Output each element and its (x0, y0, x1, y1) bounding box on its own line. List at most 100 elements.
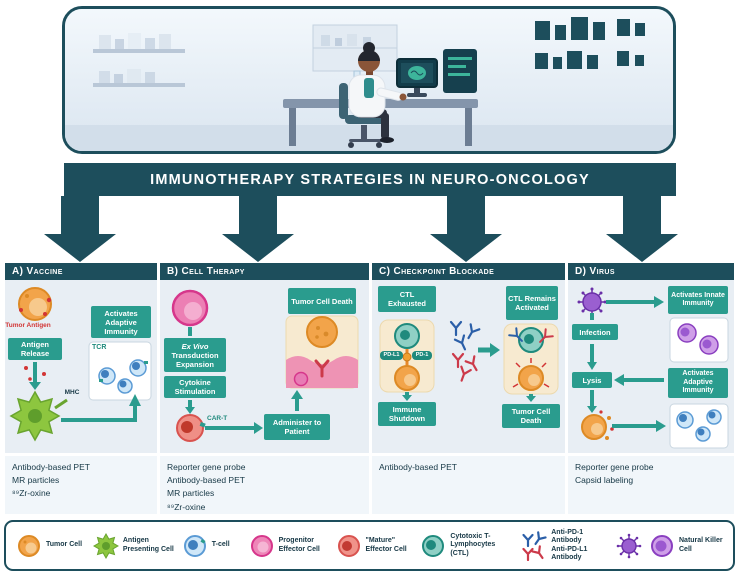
adaptive-arrow (612, 420, 666, 432)
nk-to-lysis-arrow (614, 374, 664, 386)
virus-icon (577, 287, 607, 317)
progenitor-effector-cell-icon (171, 289, 209, 327)
t-cell-box (88, 341, 152, 401)
legend-label: Antigen Presenting Cell (122, 537, 174, 553)
lysis-to-tumor-arrow (587, 390, 597, 413)
lysing-tumor-cell-icon (581, 410, 614, 440)
note-line: ⁸⁹Zr-oxine (12, 488, 51, 499)
mhc-label: MHC (64, 389, 80, 396)
mhc-connector (54, 398, 68, 410)
t-cell-box-d (669, 403, 729, 449)
notes-vaccine: Antibody-based PET MR particles ⁸⁹Zr-oxi… (5, 456, 157, 514)
floor (65, 125, 673, 151)
note-line: ⁸⁹Zr-oxine (167, 501, 206, 512)
panel-virus: D) Virus (568, 263, 734, 453)
legend-label: Progenitor Effector Cell (278, 537, 320, 553)
antigen-release-arrow (24, 362, 46, 390)
tumor-cell-death-box-c: Tumor Cell Death (502, 404, 560, 428)
ctl-exhausted-box: CTL Exhausted (378, 286, 436, 312)
blockade-arrow (478, 343, 500, 357)
panel-checkpoint-blockade: C) Checkpoint Blockade (372, 263, 565, 453)
flow-arrow-vaccine (44, 196, 116, 262)
immune-shutdown-box: Immune Shutdown (378, 402, 436, 426)
legend-label: "Mature" Effector Cell (365, 537, 407, 553)
panel-cell-therapy: B) Cell Therapy (160, 263, 369, 453)
panel-vaccine: A) Vaccine (5, 263, 157, 453)
tumor-antigen-label: Tumor Antigen (5, 322, 51, 329)
legend-item-ctl: Cytotoxic T-Lymphocytes (CTL) (420, 533, 512, 559)
legend-label: Cytotoxic T-Lymphocytes (CTL) (450, 533, 496, 557)
antigen-presenting-cell-icon (92, 532, 119, 559)
expansion-line: Expansion (176, 359, 214, 369)
pd-l1-label: PD-L1 (380, 351, 403, 360)
ex-vivo-box: Ex Vivo Transduction Expansion (164, 338, 226, 372)
death-arrow (526, 394, 536, 402)
side-screens (443, 49, 477, 93)
legend-label: Tumor Cell (46, 541, 83, 549)
legend-item-tumor-cell: Tumor Cell (16, 533, 86, 559)
activates-adaptive-immunity-box-d: Activates Adaptive Immunity (668, 368, 728, 398)
note-line: Antibody-based PET (167, 475, 245, 486)
mature-effector-cell-icon (337, 534, 360, 557)
legend-item-t-cell: T-cell (182, 533, 242, 559)
tumor-cell-icon (18, 287, 52, 321)
t-cell-icons (98, 359, 148, 394)
legend-item-antibodies: Anti-PD-1 Antibody Anti-PD-L1 Antibody (519, 529, 609, 561)
panel-cell-therapy-graphics (171, 289, 359, 442)
panel-vaccine-graphics (9, 287, 152, 442)
infection-to-lysis-arrow (587, 313, 597, 370)
ctl-activated-graphic (503, 323, 559, 395)
cytokine-stimulation-box: Cytokine Stimulation (164, 376, 226, 398)
legend-item-mature: "Mature" Effector Cell (336, 533, 414, 559)
note-line: MR particles (167, 488, 215, 499)
antigen-release-box: Antigen Release (8, 338, 62, 360)
right-shelf-items (535, 17, 645, 69)
ex-vivo-flow-arrows (185, 327, 195, 414)
panel-virus-graphics (577, 287, 729, 449)
apc-to-tcell-arrow (61, 394, 141, 422)
transduction-line: Transduction (171, 350, 219, 360)
flow-arrows (44, 196, 678, 262)
activates-adaptive-immunity-box: Activates Adaptive Immunity (91, 306, 151, 338)
notes-cell-therapy: Reporter gene probe Antibody-based PET M… (160, 456, 369, 514)
lysis-box: Lysis (572, 372, 612, 388)
administer-arrow (205, 422, 263, 434)
tumor-cell-death-box: Tumor Cell Death (288, 288, 356, 314)
legend-item-apc: Antigen Presenting Cell (92, 532, 175, 559)
ctl-remains-activated-box: CTL Remains Activated (506, 286, 558, 320)
virus-icon (616, 533, 642, 558)
innate-arrow (606, 296, 664, 308)
panel-checkpoint-header: C) Checkpoint Blockade (372, 263, 565, 280)
anti-pdl1-label: Anti-PD-L1 Antibody (551, 545, 588, 561)
note-line: Capsid labeling (575, 475, 634, 486)
ex-vivo-line: Ex Vivo (181, 341, 209, 351)
hair-bun (363, 42, 375, 54)
scientist-at-desk-illustration (65, 9, 673, 151)
activates-innate-immunity-box: Activates Innate Immunity (668, 286, 728, 314)
antigen-presenting-cell-icon (9, 390, 61, 442)
tcr-label: TCR (92, 344, 107, 351)
anti-pd1-label: Anti-PD-1 Antibody (551, 529, 584, 545)
scientist (339, 42, 407, 148)
tumor-death-marks (512, 358, 550, 388)
note-line: MR particles (12, 475, 60, 486)
flow-arrow-virus (606, 196, 678, 262)
car-t-cell-icon (176, 414, 206, 442)
nk-cell-box (669, 317, 729, 363)
legend: Tumor Cell Antigen Presenting Cell T-cel… (4, 520, 735, 571)
banner-title-text: IMMUNOTHERAPY STRATEGIES IN NEURO-ONCOLO… (150, 171, 590, 188)
panel-virus-header: D) Virus (568, 263, 734, 280)
shutdown-arrow (402, 392, 412, 401)
panel-checkpoint-graphics (379, 319, 559, 402)
legend-label: T-cell (211, 541, 230, 549)
car-t-label: CAR-T (207, 415, 228, 422)
administer-to-patient-box: Administer to Patient (264, 414, 330, 440)
legend-item-progenitor: Progenitor Effector Cell (249, 533, 329, 559)
anti-pd1-antibody-icons (449, 320, 481, 351)
pd-1-label: PD-1 (412, 351, 432, 360)
ctl-exhausted-graphic (379, 319, 435, 393)
tumor-cell-icon (18, 534, 40, 557)
note-line: Reporter gene probe (575, 462, 654, 472)
progenitor-effector-cell-icon (250, 534, 273, 557)
